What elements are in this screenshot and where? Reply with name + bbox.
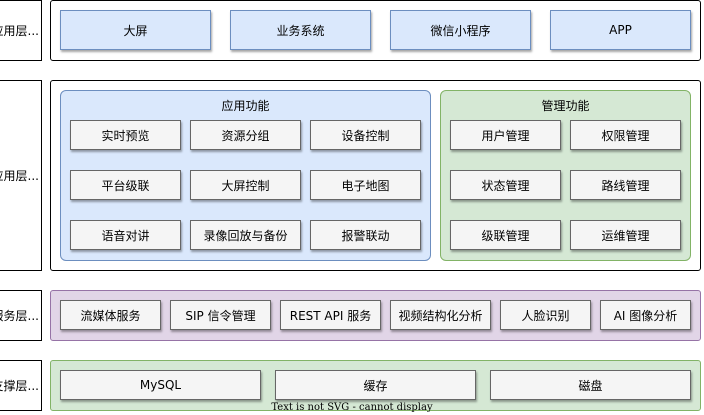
mgmt-route-management: 路线管理	[570, 170, 681, 200]
app-item-big-screen: 大屏	[60, 10, 211, 50]
service-ai-image-analysis: AI 图像分析	[600, 300, 691, 330]
support-mysql: MySQL	[60, 370, 261, 400]
service-video-structured-analysis: 视频结构化分析	[390, 300, 491, 330]
support-disk: 磁盘	[490, 370, 691, 400]
function-device-control: 设备控制	[310, 120, 421, 150]
app-item-business-system: 业务系统	[230, 10, 371, 50]
application-layer-label: 应用层...	[0, 0, 42, 61]
service-layer-label-text: 服务层...	[0, 309, 39, 323]
svg-text-warning: Text is not SVG - cannot display	[271, 402, 433, 413]
service-sip-signaling: SIP 信令管理	[170, 300, 271, 330]
support-cache: 缓存	[275, 370, 476, 400]
service-rest-api: REST API 服务	[280, 300, 381, 330]
function-resource-grouping: 资源分组	[190, 120, 301, 150]
management-functions-title: 管理功能	[541, 99, 590, 113]
service-streaming-media: 流媒体服务	[60, 300, 161, 330]
application-layer-label-text: 应用层...	[0, 24, 39, 38]
service-layer-label: 服务层...	[0, 290, 42, 341]
function-platform-cascade: 平台级联	[70, 170, 181, 200]
function-alarm-linkage: 报警联动	[310, 220, 421, 250]
function-big-screen-control: 大屏控制	[190, 170, 301, 200]
mgmt-permission-management: 权限管理	[570, 120, 681, 150]
function-voice-intercom: 语音对讲	[70, 220, 181, 250]
support-layer-label: 支撑层...	[0, 360, 42, 411]
function-electronic-map: 电子地图	[310, 170, 421, 200]
app-functions-title: 应用功能	[221, 99, 270, 113]
function-realtime-preview: 实时预览	[70, 120, 181, 150]
mgmt-cascade-management: 级联管理	[450, 220, 561, 250]
support-layer-label-text: 支撑层...	[0, 379, 39, 393]
mgmt-status-management: 状态管理	[450, 170, 561, 200]
platform-layer-label-text: 台应用层...	[0, 169, 39, 183]
function-recording-playback-backup: 录像回放与备份	[190, 220, 301, 250]
mgmt-operations-management: 运维管理	[570, 220, 681, 250]
platform-layer-label: 台应用层...	[0, 80, 42, 271]
service-face-recognition: 人脸识别	[500, 300, 591, 330]
app-item-wechat-mini-program: 微信小程序	[390, 10, 531, 50]
mgmt-user-management: 用户管理	[450, 120, 561, 150]
app-item-app: APP	[550, 10, 691, 50]
